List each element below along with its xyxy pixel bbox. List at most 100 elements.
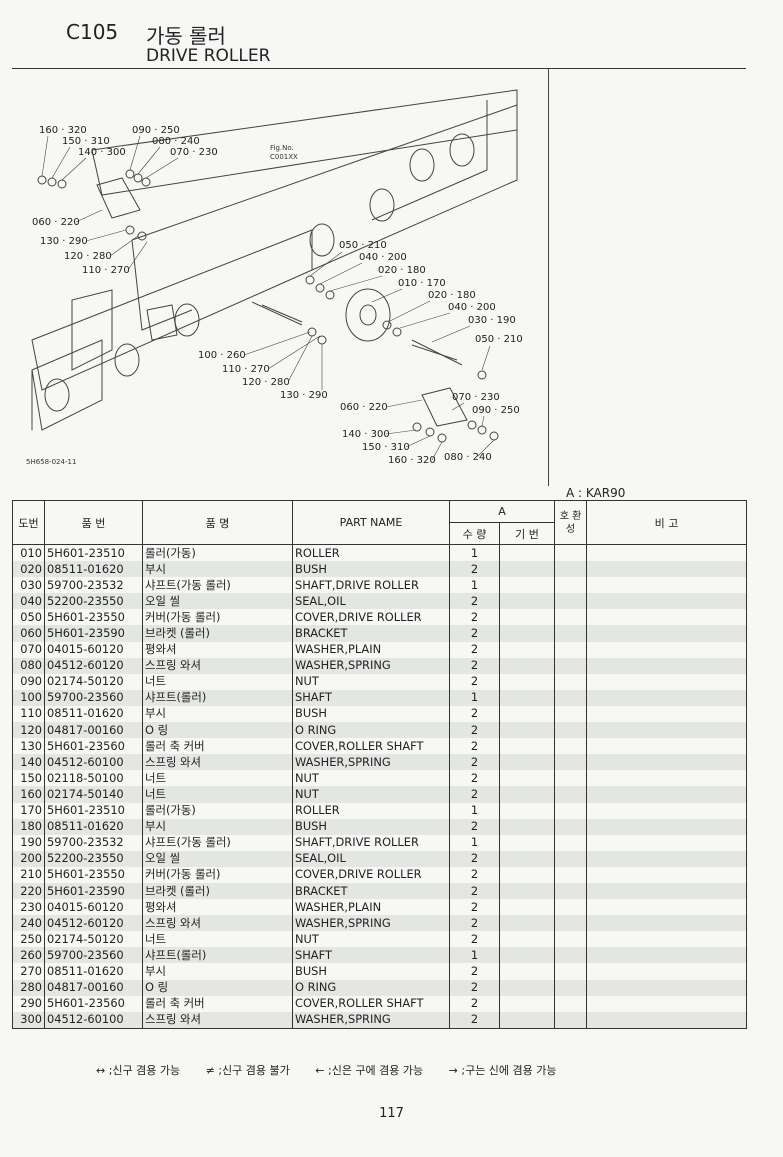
cell-remarks [586, 882, 747, 900]
col-header-a: A [449, 500, 555, 523]
cell-part-no: 04512-60120 [44, 915, 143, 932]
cell-qty: 2 [449, 866, 500, 883]
cell-part-no: 02174-50120 [44, 931, 143, 948]
cell-ref-no: 220 [12, 882, 45, 900]
cell-name-kr: 커버(가동 롤러) [142, 866, 293, 883]
svg-text:160 · 320: 160 · 320 [39, 125, 87, 136]
svg-text:070 · 230: 070 · 230 [452, 392, 500, 403]
model-key: A : KAR90 [566, 486, 626, 500]
cell-base [499, 915, 555, 932]
cell-base [499, 593, 555, 610]
cell-part-no: 04512-60120 [44, 657, 143, 674]
cell-base [499, 834, 555, 851]
cell-base [499, 899, 555, 916]
cell-name-kr: O 링 [142, 722, 293, 739]
cell-part-no: 04512-60100 [44, 1011, 143, 1029]
cell-ref-no: 150 [12, 770, 45, 787]
cell-interchange [554, 963, 587, 980]
svg-text:150 · 310: 150 · 310 [362, 442, 410, 453]
cell-name-kr: 부시 [142, 818, 293, 835]
cell-ref-no: 180 [12, 818, 45, 835]
cell-qty: 1 [449, 544, 500, 562]
cell-base [499, 722, 555, 739]
cell-part-name: NUT [292, 673, 450, 690]
cell-interchange [554, 657, 587, 674]
cell-qty: 2 [449, 818, 500, 835]
cell-interchange [554, 979, 587, 996]
cell-part-name: WASHER,SPRING [292, 1011, 450, 1029]
cell-part-no: 5H601-23550 [44, 866, 143, 883]
cell-ref-no: 090 [12, 673, 45, 690]
cell-interchange [554, 1011, 587, 1029]
legend-old-to-new: → ;구는 신에 겸용 가능 [448, 1064, 557, 1077]
cell-part-no: 04015-60120 [44, 899, 143, 916]
cell-name-kr: 브라켓 (롤러) [142, 882, 293, 900]
cell-part-no: 02174-50120 [44, 673, 143, 690]
cell-remarks [586, 689, 747, 706]
cell-remarks [586, 802, 747, 819]
cell-base [499, 802, 555, 819]
cell-remarks [586, 722, 747, 739]
svg-text:010 · 170: 010 · 170 [398, 278, 446, 289]
cell-interchange [554, 689, 587, 706]
cell-interchange [554, 722, 587, 739]
cell-qty: 2 [449, 899, 500, 916]
cell-base [499, 1011, 555, 1029]
cell-ref-no: 290 [12, 995, 45, 1012]
cell-qty: 1 [449, 802, 500, 819]
cell-part-name: WASHER,PLAIN [292, 641, 450, 658]
cell-ref-no: 270 [12, 963, 45, 980]
cell-name-kr: 너트 [142, 931, 293, 948]
svg-text:040 · 200: 040 · 200 [448, 302, 496, 313]
cell-interchange [554, 738, 587, 755]
cell-qty: 2 [449, 786, 500, 803]
cell-qty: 1 [449, 689, 500, 706]
cell-name-kr: 오일 씰 [142, 593, 293, 610]
cell-part-name: COVER,ROLLER SHAFT [292, 995, 450, 1012]
cell-name-kr: 롤러 축 커버 [142, 995, 293, 1012]
cell-remarks [586, 544, 747, 562]
legend-new-to-old: ← ;신은 구에 겸용 가능 [315, 1064, 424, 1077]
cell-part-name: WASHER,SPRING [292, 754, 450, 771]
cell-name-kr: 스프링 와셔 [142, 657, 293, 674]
cell-part-no: 04512-60100 [44, 754, 143, 771]
cell-remarks [586, 609, 747, 626]
cell-part-name: NUT [292, 770, 450, 787]
cell-ref-no: 230 [12, 899, 45, 916]
svg-text:130 · 290: 130 · 290 [280, 390, 328, 401]
cell-part-name: NUT [292, 786, 450, 803]
svg-text:120 · 280: 120 · 280 [242, 377, 290, 388]
cell-base [499, 609, 555, 626]
cell-part-no: 5H601-23590 [44, 625, 143, 642]
cell-part-no: 59700-23560 [44, 947, 143, 964]
cell-part-no: 04015-60120 [44, 641, 143, 658]
cell-remarks [586, 979, 747, 996]
svg-text:150 · 310: 150 · 310 [62, 136, 110, 147]
cell-remarks [586, 641, 747, 658]
cell-interchange [554, 882, 587, 900]
cell-ref-no: 300 [12, 1011, 45, 1029]
cell-base [499, 673, 555, 690]
cell-part-name: WASHER,SPRING [292, 915, 450, 932]
svg-text:080 · 240: 080 · 240 [152, 136, 200, 147]
col-header-no: 도번 [12, 500, 45, 545]
cell-part-no: 5H601-23560 [44, 995, 143, 1012]
cell-ref-no: 190 [12, 834, 45, 851]
cell-qty: 2 [449, 979, 500, 996]
col-header-base: 기 번 [499, 522, 555, 545]
cell-ref-no: 200 [12, 850, 45, 867]
cell-qty: 2 [449, 593, 500, 610]
cell-part-no: 5H601-23550 [44, 609, 143, 626]
cell-name-kr: 샤프트(롤러) [142, 689, 293, 706]
cell-name-kr: 롤러 축 커버 [142, 738, 293, 755]
col-header-remarks: 비 고 [586, 500, 747, 545]
drawing-number: 5H658-024-11 [26, 458, 76, 466]
